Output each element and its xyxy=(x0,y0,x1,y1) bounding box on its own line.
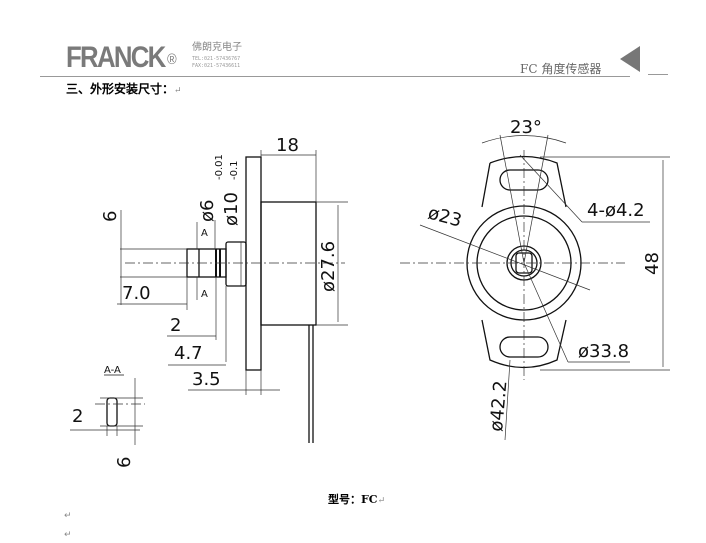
dim-23-deg: 23° xyxy=(510,117,542,138)
dim-4-d4-2: 4-ø4.2 xyxy=(587,200,645,221)
dim-tol-upper: -0.01 xyxy=(214,154,225,180)
header-divider-right xyxy=(648,74,668,75)
brand-name: FRANCK xyxy=(66,41,166,74)
section-mark-top: A xyxy=(201,228,208,239)
section-mark-bottom: A xyxy=(201,289,208,300)
paragraph-mark: ↵ xyxy=(377,496,386,506)
registered-mark: ® xyxy=(167,51,177,68)
body xyxy=(260,201,317,326)
company-name: 佛朗克电子 xyxy=(192,42,242,53)
dim-3-5: 3.5 xyxy=(192,369,221,390)
company-tel: TEL:021-57436767 xyxy=(192,56,241,62)
dim-tol-lower: -0.1 xyxy=(229,160,240,180)
section-title: A-A xyxy=(104,365,121,376)
model-label: 型号：FC↵ xyxy=(328,491,385,507)
dim-d27-6: ø27.6 xyxy=(318,241,339,292)
dim-d33-8: ø33.8 xyxy=(578,341,629,362)
company-fax: FAX:021-57436611 xyxy=(192,63,241,69)
dim-d10: ø10 xyxy=(221,192,242,226)
triangle-left-icon xyxy=(620,46,640,72)
section-profile xyxy=(106,397,118,427)
dim-d42-2: ø42.2 xyxy=(486,380,511,433)
dimension-labels: 18 ø6 ø10 -0.01 -0.1 6 7.0 2 4.7 3.5 ø27… xyxy=(72,117,663,468)
dim-6: 6 xyxy=(100,211,121,222)
dim-48: 48 xyxy=(642,252,663,275)
product-title: FC 角度传感器 xyxy=(520,62,602,76)
shaft-collar xyxy=(225,241,247,287)
paragraph-mark: ↵ xyxy=(174,86,182,96)
section-dim-6: 6 xyxy=(114,457,135,468)
dim-4-7: 4.7 xyxy=(174,343,203,364)
header-divider xyxy=(40,76,630,77)
section-title-text: 三、外形安装尺寸： xyxy=(66,82,175,96)
model-text: 型号：FC xyxy=(328,493,378,506)
dim-18: 18 xyxy=(276,135,299,156)
brand-logo: FRANCK® xyxy=(66,42,177,74)
dim-2: 2 xyxy=(170,315,181,336)
flange xyxy=(245,156,262,371)
section-dim-2: 2 xyxy=(72,406,83,427)
section-heading: 三、外形安装尺寸：↵ xyxy=(66,80,182,97)
empty-paragraph: ↵ xyxy=(64,530,72,540)
dim-d23: ø23 xyxy=(426,203,464,232)
dim-d6: ø6 xyxy=(197,200,218,222)
dim-7: 7.0 xyxy=(122,283,151,304)
empty-paragraph: ↵ xyxy=(64,511,72,521)
